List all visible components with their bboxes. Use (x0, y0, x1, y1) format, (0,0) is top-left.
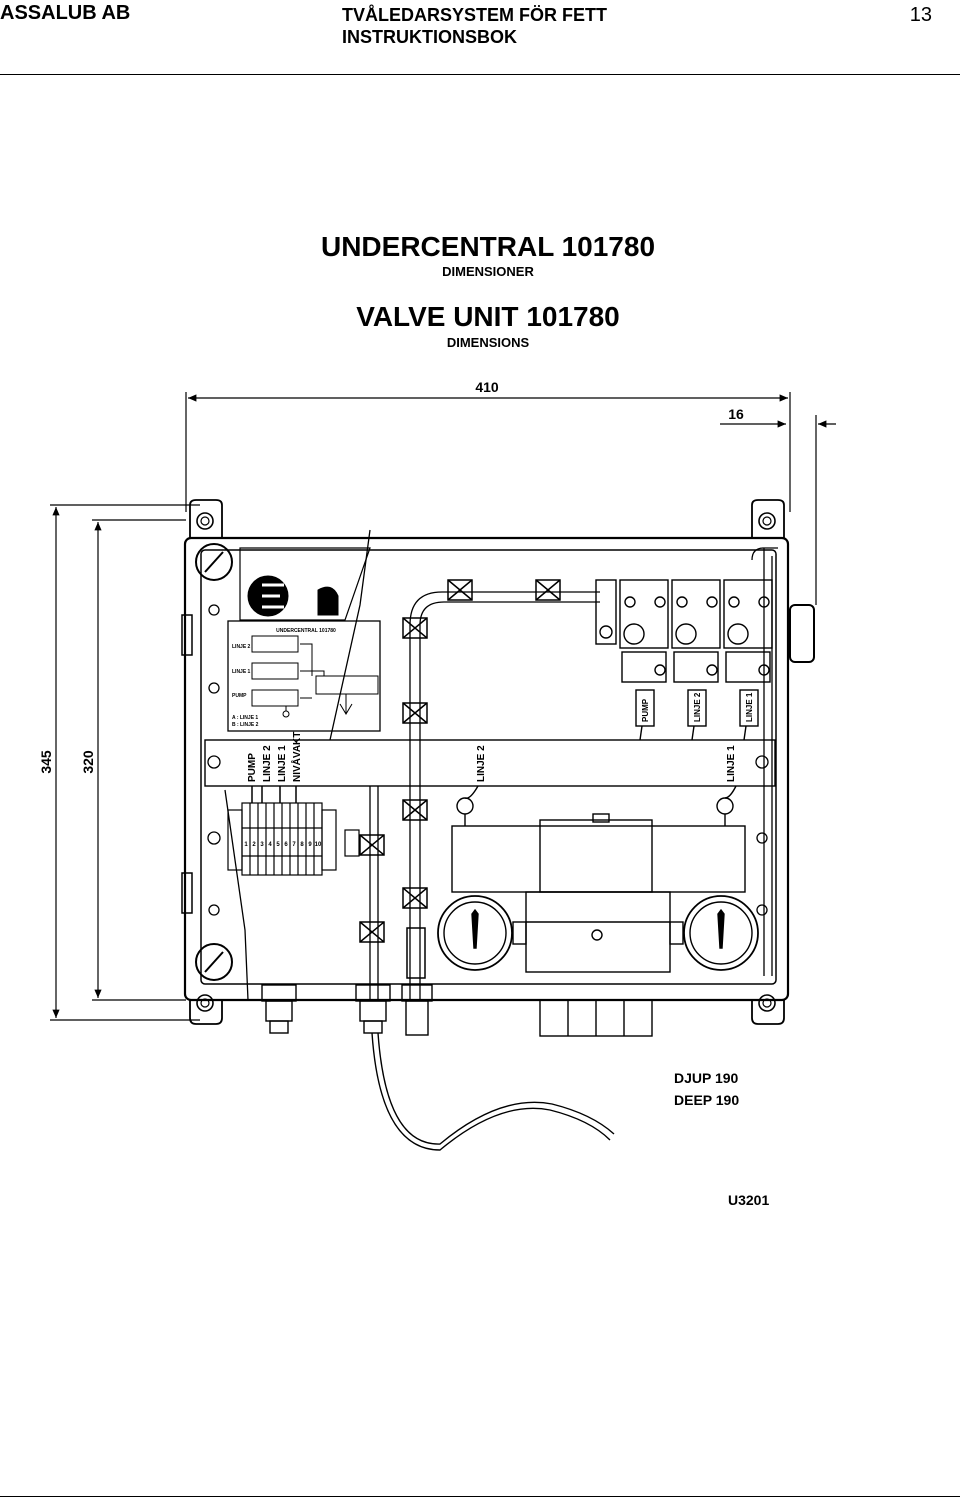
page-number: 13 (909, 4, 932, 26)
strip-label-linje2-center: LINJE 2 (476, 745, 487, 782)
terminal-numbers: 1 2 3 4 5 6 7 8 9 10 (244, 842, 322, 848)
strip-label-nivavakt: NIVÅVAKT (290, 732, 303, 782)
terminal-number: 9 (308, 842, 312, 848)
document-title: TVÅLEDARSYSTEM FÖR FETT INSTRUKTIONSBOK (342, 4, 607, 48)
dimension-width-label: 410 (475, 379, 499, 395)
cable-glands (261, 984, 653, 1037)
drawing-title-en: VALVE UNIT 101780 (356, 301, 620, 332)
valve-blocks (595, 579, 773, 741)
dimension-height-inner (92, 519, 186, 1001)
schematic-label-pump: PUMP (232, 693, 247, 699)
terminal-number: 2 (252, 842, 256, 848)
drawing-title-sv: UNDERCENTRAL 101780 (321, 231, 655, 262)
schematic-legend-a: A : LINJE 1 (232, 715, 258, 721)
company-name: ASSALUB AB (0, 2, 131, 24)
dimension-height-outer-label: 345 (38, 750, 54, 774)
logo-decal (239, 547, 371, 621)
hose-inner (377, 1032, 615, 1145)
terminal-number: 8 (300, 842, 304, 848)
schematic-plate (227, 620, 381, 732)
strip-label-linje1-right: LINJE 1 (726, 745, 737, 782)
enclosure (181, 499, 815, 1025)
dimension-height-inner-label: 320 (80, 750, 96, 774)
footer-divider (0, 1496, 960, 1497)
pipe-fittings (359, 579, 561, 979)
dimension-offset-label: 16 (728, 406, 744, 422)
strip-label-pump: PUMP (247, 753, 258, 782)
strip-label-linje2: LINJE 2 (262, 745, 273, 782)
document-title-line2: INSTRUKTIONSBOK (342, 27, 517, 47)
piping (224, 529, 600, 1001)
terminal-number: 7 (292, 842, 296, 848)
terminal-number: 4 (268, 842, 272, 848)
valve-label-linje1: LINJE 1 (745, 692, 754, 722)
depth-label-en: DEEP 190 (674, 1092, 739, 1108)
terminal-number: 3 (260, 842, 264, 848)
drawing-subtitle-en: DIMENSIONS (447, 335, 530, 350)
hose (371, 1032, 611, 1151)
schematic-label-linje1: LINJE 1 (232, 669, 251, 675)
dimension-offset (720, 415, 836, 605)
drawing-number: U3201 (728, 1192, 769, 1208)
schematic-title: UNDERCENTRAL 101780 (276, 628, 336, 634)
terminal-number: 1 (244, 842, 248, 848)
document-title-line1: TVÅLEDARSYSTEM FÖR FETT (342, 5, 607, 25)
pressure-switch (437, 785, 759, 973)
header-divider (0, 74, 960, 75)
schematic-label-linje2: LINJE 2 (232, 644, 251, 650)
schematic-legend-b: B : LINJE 2 (232, 722, 259, 728)
terminal-number: 6 (284, 842, 288, 848)
valve-label-pump: PUMP (641, 698, 650, 722)
valve-label-linje2: LINJE 2 (693, 692, 702, 722)
drawing-subtitle-sv: DIMENSIONER (442, 264, 534, 279)
terminal-block (227, 786, 360, 876)
dimension-width (185, 392, 791, 512)
label-strip (204, 739, 776, 787)
strip-label-linje1: LINJE 1 (277, 745, 288, 782)
dimension-height-outer (50, 504, 200, 1021)
depth-label-sv: DJUP 190 (674, 1070, 739, 1086)
terminal-number: 5 (276, 842, 280, 848)
terminal-number: 10 (315, 842, 322, 848)
